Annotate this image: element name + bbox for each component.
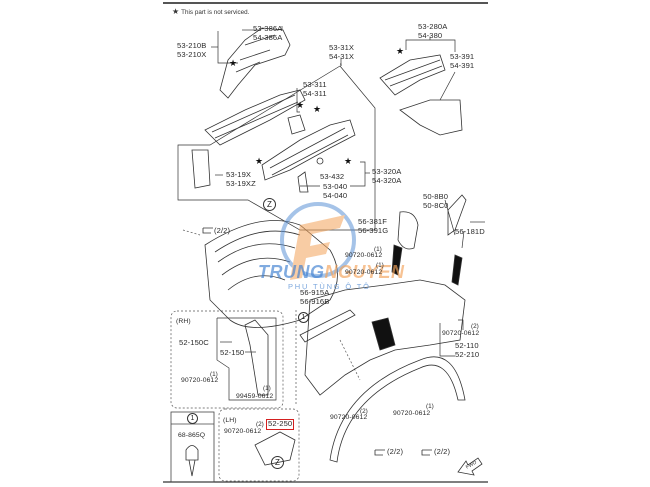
quantity: (2) [360, 408, 368, 415]
not-serviced-star-icon: ★ [313, 104, 322, 114]
hand-icon-2 [374, 449, 385, 456]
quantity: (1) [210, 371, 218, 378]
part-sketches [185, 27, 483, 477]
lh-label: (LH) [223, 417, 237, 424]
part-label[interactable]: 53-432 [320, 172, 345, 181]
watermark-subtitle: PHỤ TÙNG Ô TÔ [288, 282, 371, 291]
not-serviced-star-icon: ★ [344, 156, 353, 166]
see-page-hand-icons [202, 227, 432, 456]
rh-inner-box [216, 317, 277, 401]
clip-part-label[interactable]: 68-865Q [178, 432, 206, 439]
part-label[interactable]: 90720-0612 [345, 252, 383, 259]
not-serviced-star-icon: ★ [255, 156, 264, 166]
part-label[interactable]: 90720-0612 [181, 377, 219, 384]
view-z-callout: Z [263, 198, 276, 211]
see-page-link[interactable]: (2/2) [214, 226, 231, 235]
not-serviced-star-icon: ★ [296, 100, 305, 110]
legend-text: This part is not serviced. [181, 9, 250, 16]
star-icon: ★ [172, 7, 180, 16]
highlighted-part-label[interactable]: 52-250 [265, 419, 295, 430]
not-serviced-star-icon: ★ [396, 46, 405, 56]
part-label[interactable]: 90720-0612 [442, 330, 480, 337]
quantity: (1) [263, 385, 271, 392]
watermark-logo [280, 202, 356, 280]
part-label[interactable]: 90720-0612 [393, 410, 431, 417]
rh-label: (RH) [176, 318, 191, 325]
quantity: (2) [256, 421, 264, 428]
part-label[interactable]: 90720-0612 [330, 414, 368, 421]
quantity: (2) [471, 323, 479, 330]
dashed-frames [170, 229, 361, 482]
part-label[interactable]: 90720-0612 [224, 428, 262, 435]
see-page-link[interactable]: (2/2) [387, 447, 404, 456]
see-page-link[interactable]: (2/2) [434, 447, 451, 456]
view-z-callout: Z [271, 456, 284, 469]
callout-circle: 1 [187, 413, 198, 424]
part-label[interactable]: 52-150 [220, 348, 245, 357]
clip-legend-box [170, 411, 215, 483]
legend: ★This part is not serviced. [172, 7, 249, 16]
not-serviced-star-icon: ★ [229, 58, 238, 68]
quantity: (1) [374, 246, 382, 253]
quantity: (1) [426, 403, 434, 410]
quantity: (1) [376, 262, 384, 269]
part-label[interactable]: 56-181D [455, 227, 485, 236]
hand-icon-1 [202, 227, 213, 234]
callout-circle: 1 [298, 312, 309, 323]
part-label[interactable]: 90720-0612 [345, 269, 383, 276]
watermark-brand: TRUNGNGUYEN [258, 262, 405, 282]
hand-icon-3 [421, 449, 432, 456]
leader-lines [177, 26, 485, 357]
part-label[interactable]: 52-150C [179, 338, 209, 347]
part-label[interactable]: 99459-0612 [236, 393, 274, 400]
